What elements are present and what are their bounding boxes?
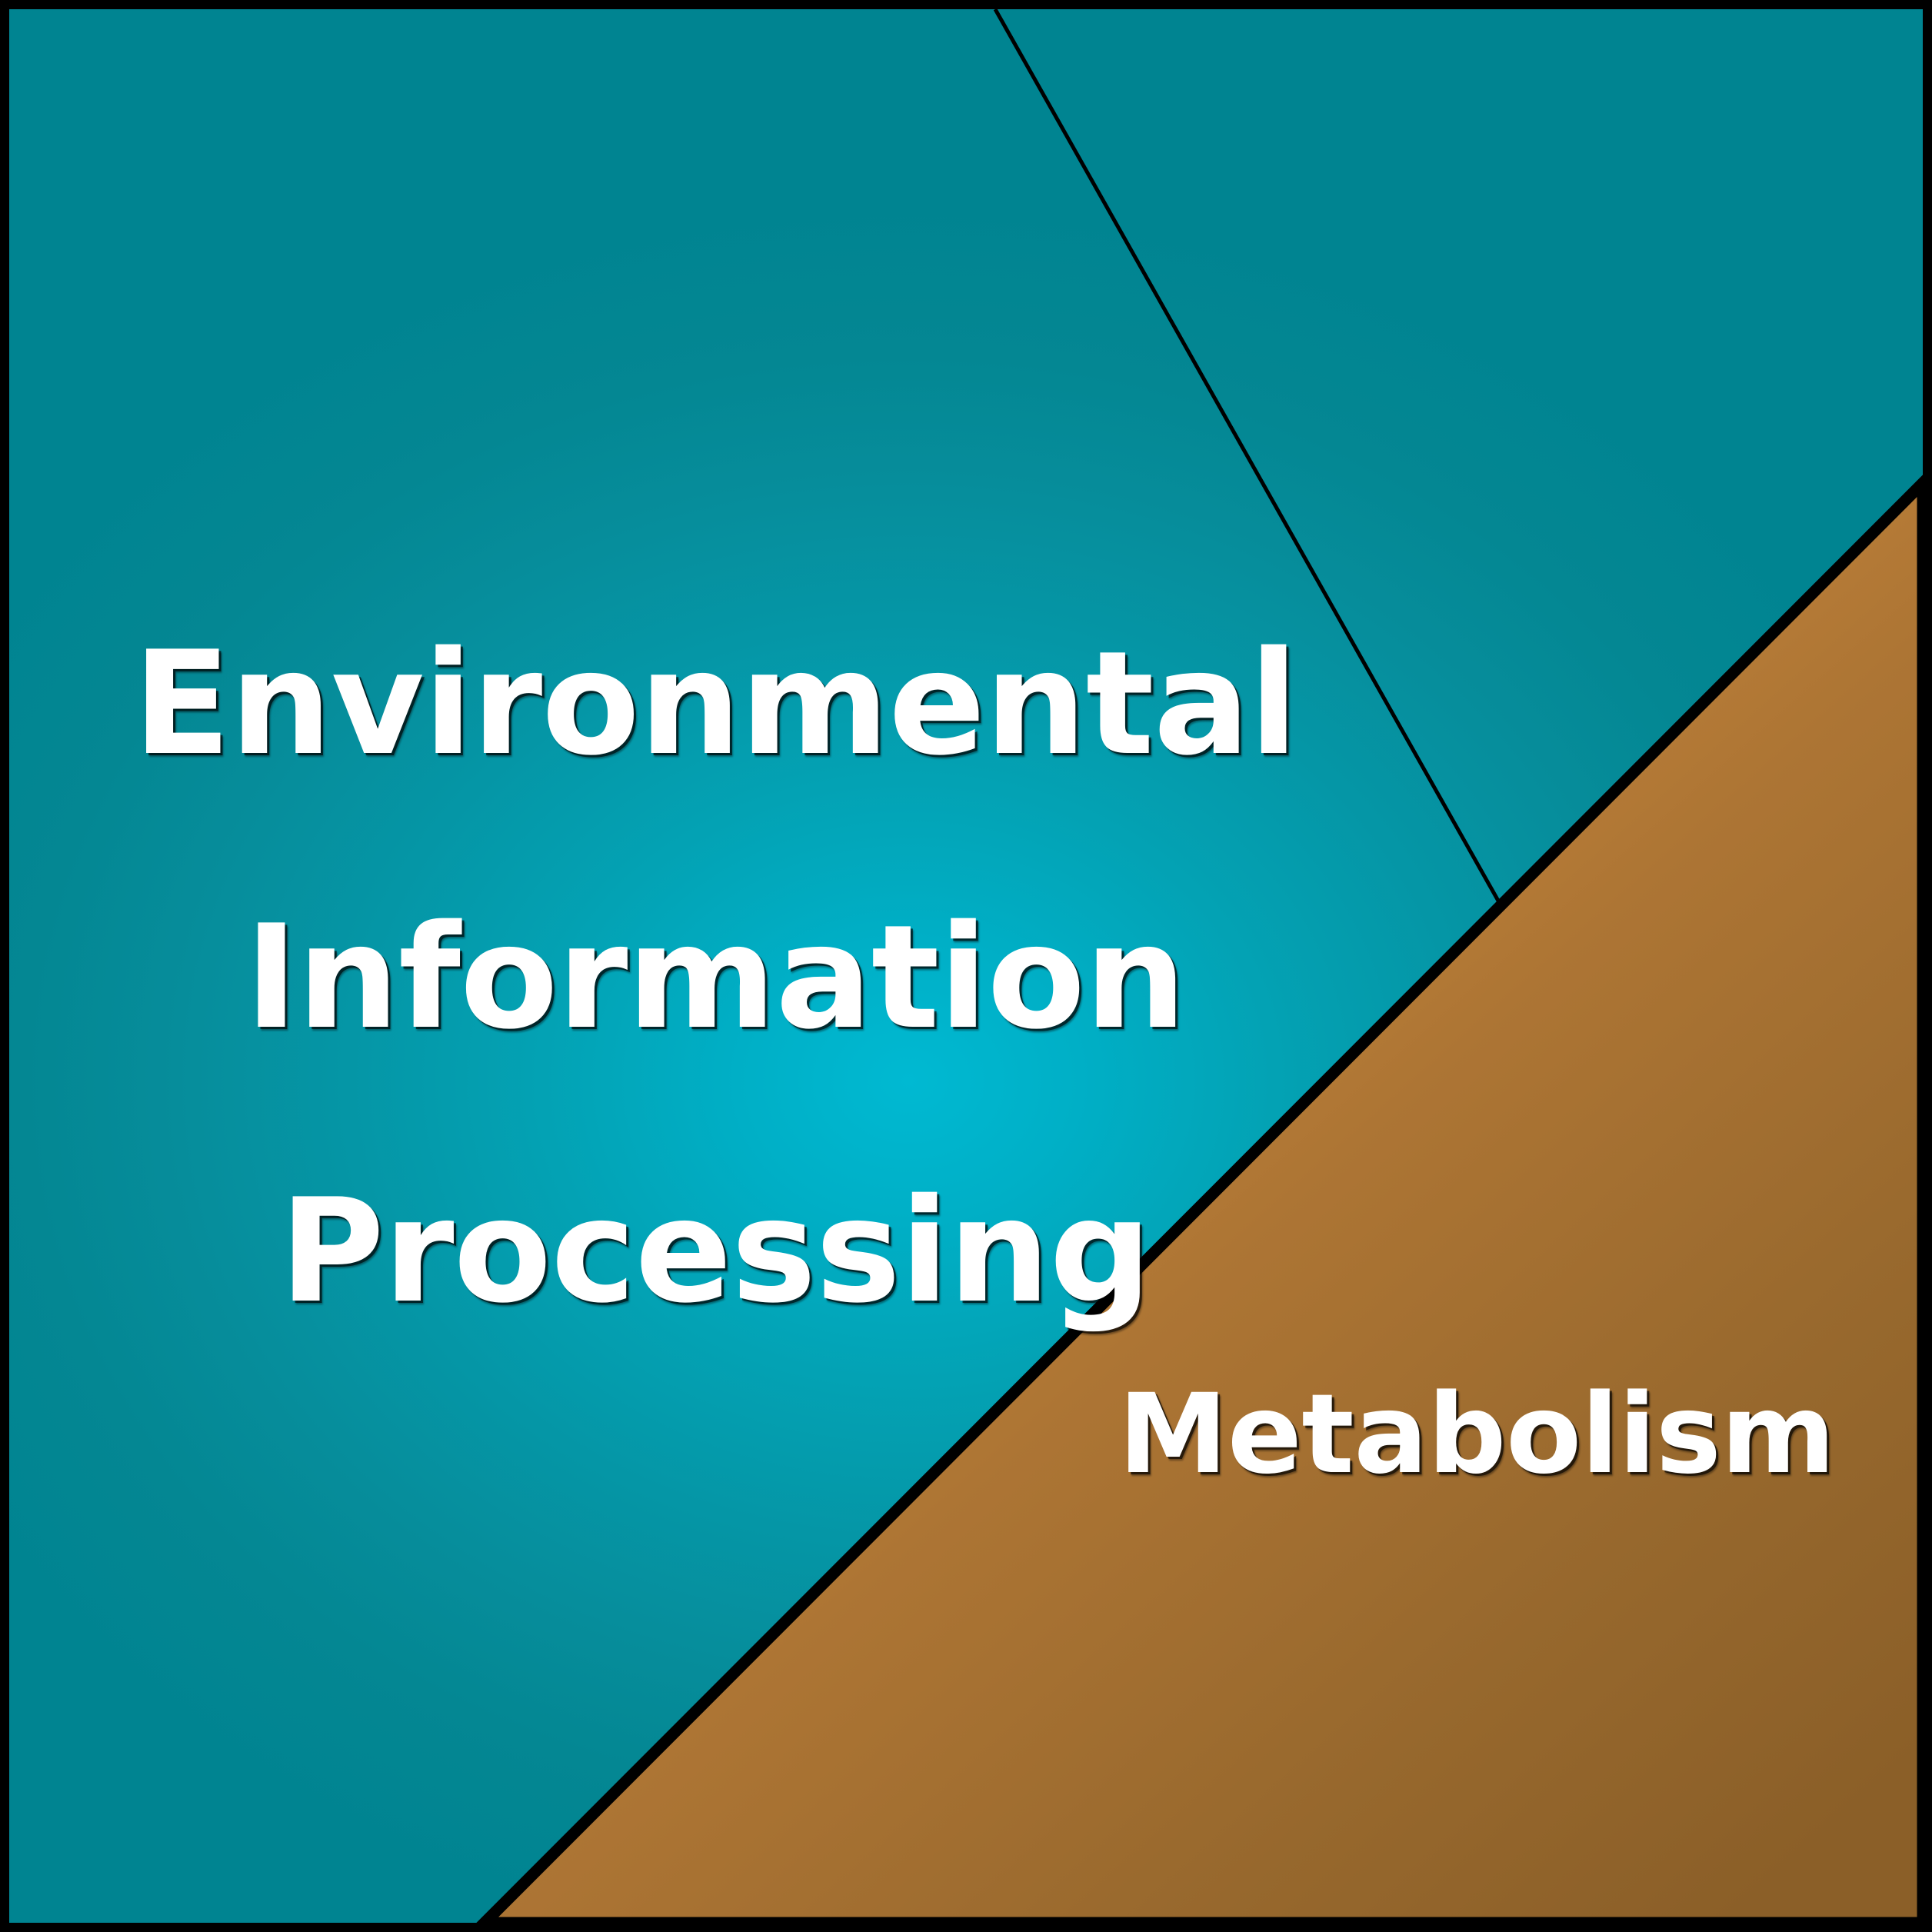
metabolism-wedge (476, 475, 1923, 1923)
diagonal-hairline (993, 9, 1504, 909)
